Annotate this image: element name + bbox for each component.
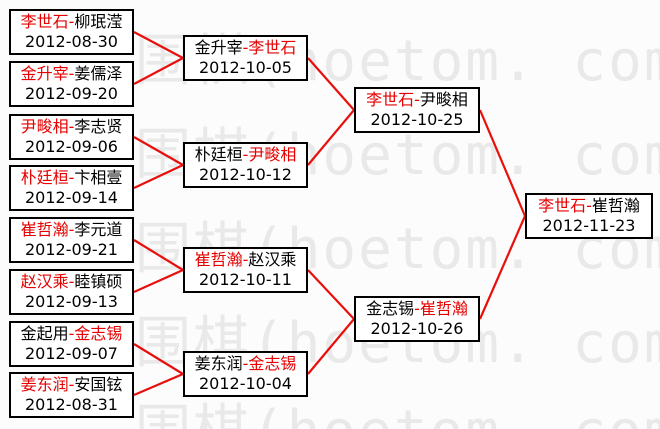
name-separator: - — [586, 196, 592, 215]
name-separator: - — [68, 168, 75, 187]
match-box-sf-1: 李世石-尹畯相 2012-10-25 — [354, 87, 480, 133]
name-separator: - — [242, 145, 249, 164]
player1-name: 李世石 — [538, 196, 587, 215]
name-separator: - — [68, 220, 75, 239]
match-date: 2012-08-31 — [25, 395, 118, 414]
player2-name: 睦镇硕 — [74, 272, 123, 291]
name-separator: - — [414, 90, 420, 109]
player1-name: 姜东润 — [194, 354, 243, 373]
player1-name: 金志锡 — [366, 299, 415, 318]
name-separator: - — [68, 272, 75, 291]
match-box-r16-8: 姜东润-安国铉 2012-08-31 — [9, 372, 134, 418]
match-date: 2012-10-11 — [199, 270, 292, 289]
match-date: 2012-10-25 — [370, 110, 464, 129]
match-box-sf-2: 金志锡-崔哲瀚 2012-10-26 — [354, 296, 480, 342]
name-separator: - — [414, 299, 420, 318]
match-date: 2012-08-30 — [25, 32, 118, 51]
match-players: 姜东润-金志锡 — [195, 354, 297, 374]
match-players: 崔哲瀚-赵汉乘 — [195, 250, 297, 270]
player1-name: 尹畯相 — [20, 117, 69, 136]
player1-name: 金起用 — [20, 324, 69, 343]
match-players: 金起用-金志锡 — [21, 324, 123, 344]
player1-name: 崔哲瀚 — [194, 250, 243, 269]
match-date: 2012-10-12 — [199, 165, 292, 184]
match-date: 2012-09-07 — [25, 344, 118, 363]
match-box-r16-5: 崔哲瀚-李元道 2012-09-21 — [9, 217, 134, 263]
player2-name: 李世石 — [248, 38, 297, 57]
player1-name: 李世石 — [20, 12, 69, 31]
match-players: 赵汉乘-睦镇硕 — [21, 272, 123, 292]
match-box-r16-3: 尹畯相-李志贤 2012-09-06 — [9, 114, 134, 160]
name-separator: - — [242, 354, 249, 373]
match-box-qf-1: 金升宰-李世石 2012-10-05 — [183, 35, 308, 81]
player1-name: 朴廷桓 — [194, 145, 243, 164]
name-separator: - — [68, 117, 75, 136]
player2-name: 尹畯相 — [248, 145, 297, 164]
match-date: 2012-10-26 — [370, 319, 464, 338]
match-players: 姜东润-安国铉 — [21, 375, 123, 395]
match-players: 尹畯相-李志贤 — [21, 117, 123, 137]
match-box-r16-2: 金升宰-姜儒泽 2012-09-20 — [9, 61, 134, 107]
match-box-qf-3: 崔哲瀚-赵汉乘 2012-10-11 — [183, 247, 308, 293]
name-separator: - — [242, 250, 249, 269]
match-date: 2012-09-13 — [25, 292, 118, 311]
name-separator: - — [68, 12, 75, 31]
match-date: 2012-10-04 — [199, 374, 292, 393]
match-box-qf-4: 姜东润-金志锡 2012-10-04 — [183, 351, 308, 397]
player2-name: 李志贤 — [74, 117, 123, 136]
match-date: 2012-09-06 — [25, 137, 118, 156]
match-date: 2012-10-05 — [199, 58, 292, 77]
player2-name: 姜儒泽 — [74, 64, 123, 83]
player1-name: 崔哲瀚 — [20, 220, 69, 239]
match-box-r16-1: 李世石-柳珉滢 2012-08-30 — [9, 9, 134, 55]
player1-name: 金升宰 — [194, 38, 243, 57]
match-date: 2012-09-14 — [25, 188, 118, 207]
match-box-r16-6: 赵汉乘-睦镇硕 2012-09-13 — [9, 269, 134, 315]
match-players: 朴廷桓-卞相壹 — [21, 168, 123, 188]
player2-name: 卞相壹 — [74, 168, 123, 187]
name-separator: - — [242, 38, 249, 57]
match-date: 2012-09-20 — [25, 84, 118, 103]
name-separator: - — [68, 64, 75, 83]
match-players: 朴廷桓-尹畯相 — [195, 145, 297, 165]
match-players: 李世石-崔哲瀚 — [538, 196, 640, 216]
player2-name: 李元道 — [74, 220, 123, 239]
match-players: 李世石-尹畯相 — [366, 90, 468, 110]
match-players: 崔哲瀚-李元道 — [21, 220, 123, 240]
match-players: 金升宰-姜儒泽 — [21, 64, 123, 84]
player1-name: 金升宰 — [20, 64, 69, 83]
match-box-qf-2: 朴廷桓-尹畯相 2012-10-12 — [183, 142, 308, 188]
name-separator: - — [68, 324, 75, 343]
player2-name: 尹畯相 — [419, 90, 468, 109]
player2-name: 金志锡 — [74, 324, 123, 343]
match-players: 李世石-柳珉滢 — [21, 12, 123, 32]
player1-name: 朴廷桓 — [20, 168, 69, 187]
player2-name: 崔哲瀚 — [591, 196, 640, 215]
player2-name: 安国铉 — [74, 375, 123, 394]
player2-name: 崔哲瀚 — [419, 299, 468, 318]
player2-name: 金志锡 — [248, 354, 297, 373]
player2-name: 赵汉乘 — [248, 250, 297, 269]
match-date: 2012-09-21 — [25, 240, 118, 259]
player1-name: 李世石 — [366, 90, 415, 109]
match-box-final: 李世石-崔哲瀚 2012-11-23 — [525, 193, 653, 239]
match-date: 2012-11-23 — [542, 216, 636, 235]
player2-name: 柳珉滢 — [74, 12, 123, 31]
match-players: 金志锡-崔哲瀚 — [366, 299, 468, 319]
match-box-r16-7: 金起用-金志锡 2012-09-07 — [9, 321, 134, 367]
player1-name: 姜东润 — [20, 375, 69, 394]
player1-name: 赵汉乘 — [20, 272, 69, 291]
match-players: 金升宰-李世石 — [195, 38, 297, 58]
match-box-r16-4: 朴廷桓-卞相壹 2012-09-14 — [9, 165, 134, 211]
name-separator: - — [68, 375, 75, 394]
